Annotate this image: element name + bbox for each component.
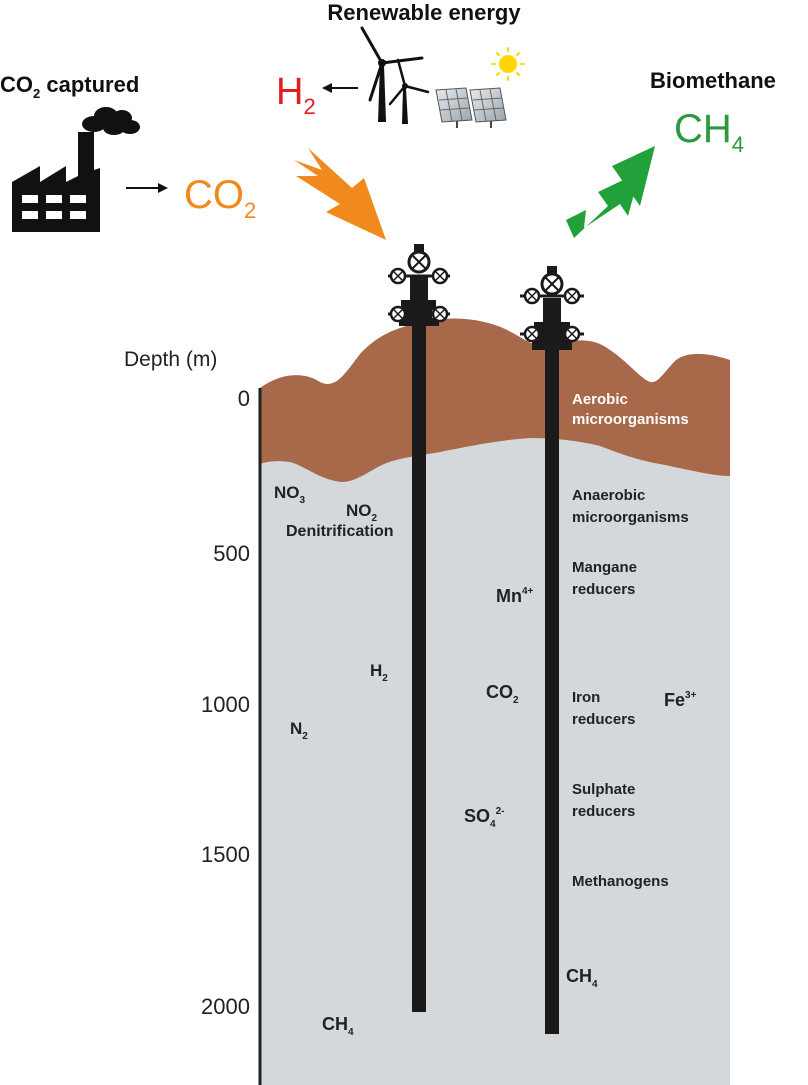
mn-label: Mn4+ [496, 586, 534, 606]
subsurface [258, 318, 730, 1085]
svg-text:Iron: Iron [572, 689, 600, 706]
mangane-reducers-label: Mangane reducers [572, 559, 637, 598]
n2-label: N2 [290, 719, 308, 742]
wellhead-top [401, 300, 436, 310]
wind-turbine-icon [388, 58, 430, 124]
co2-subsurface-label: CO2 [486, 682, 519, 706]
svg-text:reducers: reducers [572, 581, 635, 598]
arrow-factory-to-co2 [126, 183, 168, 193]
svg-text:Aerobic: Aerobic [572, 391, 628, 408]
aerobic-zone-label: Aerobic microorganisms [572, 391, 689, 428]
anaerobic-zone-label: Anaerobic microorganisms [572, 487, 689, 526]
injection-well [388, 244, 450, 1012]
sulphate-reducers-label: Sulphate reducers [572, 781, 635, 820]
depth-tick: 1500 [201, 842, 250, 867]
svg-text:Mangane: Mangane [572, 559, 637, 576]
depth-tick: 500 [213, 541, 250, 566]
svg-text:Anaerobic: Anaerobic [572, 487, 645, 504]
methanogens-label: Methanogens [572, 873, 669, 890]
production-arrow [566, 172, 640, 238]
production-well [520, 266, 584, 1034]
depth-tick: 0 [238, 386, 250, 411]
rock-layer [260, 388, 730, 1085]
co2-captured-title: CO2 captured [0, 72, 139, 101]
svg-text:reducers: reducers [572, 711, 635, 728]
wind-turbine-icon [360, 26, 424, 122]
no2-label: NO2 [346, 501, 378, 524]
no3-label: NO3 [274, 483, 306, 506]
svg-text:microorganisms: microorganisms [572, 509, 689, 526]
production-arrow-head [612, 146, 655, 206]
svg-text:microorganisms: microorganisms [572, 411, 689, 428]
depth-tick: 1000 [201, 692, 250, 717]
ch4-product-label: CH4 [674, 107, 744, 157]
so4-label: SO42- [464, 806, 504, 830]
svg-text:reducers: reducers [572, 803, 635, 820]
depth-axis-label: Depth (m) [124, 348, 217, 371]
h2-product-label: H2 [276, 71, 316, 119]
arrow-to-h2 [322, 83, 358, 93]
svg-text:Sulphate: Sulphate [572, 781, 635, 798]
ch4-bottom-label: CH4 [322, 1014, 354, 1038]
h2-subsurface-label: H2 [370, 661, 388, 684]
ch4-subsurface-label: CH4 [566, 966, 598, 990]
soil-layer [260, 318, 730, 482]
injection-arrow [294, 148, 386, 240]
denitrification-label: Denitrification [286, 523, 394, 540]
factory-icon [12, 107, 140, 232]
iron-reducers-label: Iron reducers [572, 689, 635, 728]
sun-icon [491, 47, 525, 81]
fe-label: Fe3+ [664, 690, 697, 710]
biomethane-title: Biomethane [650, 68, 776, 93]
co2-captured-label: CO2 [184, 173, 256, 223]
solar-panel-icon [435, 87, 507, 128]
depth-tick: 2000 [201, 994, 250, 1019]
renewable-energy-title: Renewable energy [327, 0, 521, 25]
